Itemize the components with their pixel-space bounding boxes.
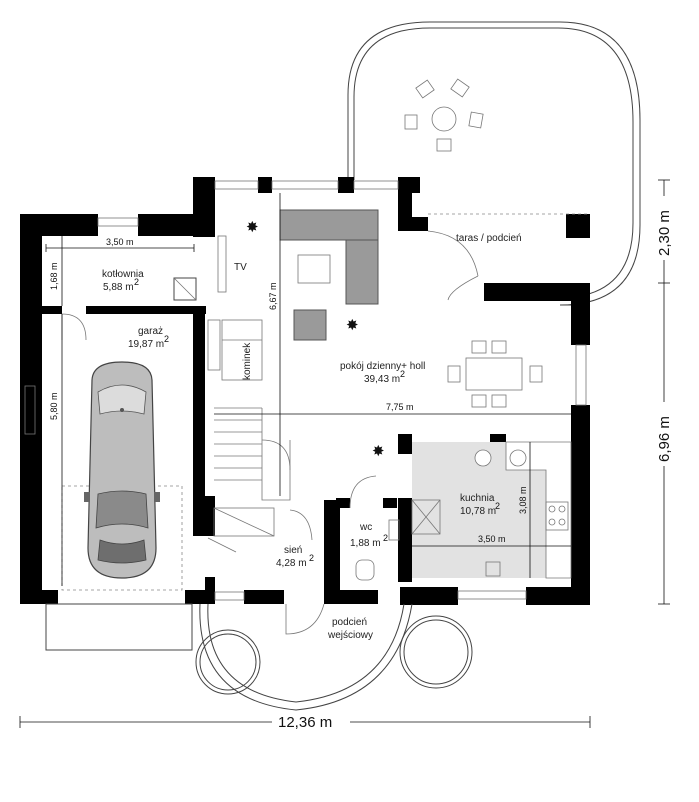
garage [45, 313, 193, 651]
area-sup: 2 [383, 533, 388, 543]
dimension-labels: 3,50 m 1,68 m 5,80 m 6,67 m 7,75 m 3,08 … [49, 237, 528, 544]
windows [24, 180, 587, 601]
room-name-garaz: garaż [138, 326, 163, 337]
area-sup: 2 [134, 277, 139, 287]
dim-garaz-depth: 5,80 m [49, 392, 59, 420]
area-sup: 2 [309, 553, 314, 563]
area-sup: 2 [400, 369, 405, 379]
fireplace-label: kominek [242, 342, 253, 380]
kitchen [411, 441, 572, 579]
dim-salon-width: 7,75 m [386, 402, 414, 412]
dim-kotlownia-depth: 1,68 m [49, 262, 59, 290]
car-icon [84, 361, 160, 579]
boiler-unit [173, 277, 197, 301]
terrace-outline [347, 21, 641, 306]
plant-icon: ✸ [246, 219, 259, 236]
room-area-kotlownia: 5,88 m [103, 282, 134, 293]
plant-icon: ✸ [346, 317, 359, 334]
stairs [213, 407, 291, 537]
dim-kotlownia-width: 3,50 m [106, 237, 134, 247]
dim-kuchnia-depth: 3,08 m [518, 486, 528, 514]
room-area-kuchnia: 10,78 m [460, 506, 496, 517]
dim-right-main: 6,96 m [656, 416, 673, 462]
wc [349, 475, 400, 581]
dimension-lines [19, 179, 670, 728]
living-room: ✸ ✸ ✸ [207, 209, 590, 537]
area-sup: 2 [495, 501, 500, 511]
overall-dimensions: 12,36 m 2,30 m 6,96 m [272, 196, 674, 732]
entry-doors [207, 509, 325, 635]
room-name-taras: taras / podcień [456, 233, 522, 244]
room-name-kotlownia: kotłownia [102, 269, 144, 280]
porch-label-line2: wejściowy [327, 630, 373, 641]
walls [20, 177, 590, 605]
room-name-kuchnia: kuchnia [460, 493, 495, 504]
room-area-wc: 1,88 m [350, 538, 381, 549]
tv-label: TV [234, 262, 247, 273]
dim-right-top: 2,30 m [656, 210, 673, 256]
plant-icon: ✸ [372, 443, 385, 460]
dim-total-width: 12,36 m [278, 714, 332, 731]
room-labels: kotłownia 5,88 m 2 garaż 19,87 m 2 pokój… [102, 233, 522, 641]
room-name-wc: wc [359, 522, 372, 533]
porch-label-line1: podcień [332, 617, 367, 628]
terrace-table [404, 78, 484, 152]
dim-salon-depth: 6,67 m [268, 282, 278, 310]
room-area-sien: 4,28 m [276, 558, 307, 569]
room-name-pokoj: pokój dzienny+ holl [340, 361, 425, 372]
room-name-sien: sień [284, 545, 302, 556]
dim-kuchnia-width: 3,50 m [478, 534, 506, 544]
room-area-garaz: 19,87 m [128, 339, 164, 350]
entrance-porch [195, 603, 473, 711]
room-area-pokoj: 39,43 m [364, 374, 400, 385]
area-sup: 2 [164, 334, 169, 344]
